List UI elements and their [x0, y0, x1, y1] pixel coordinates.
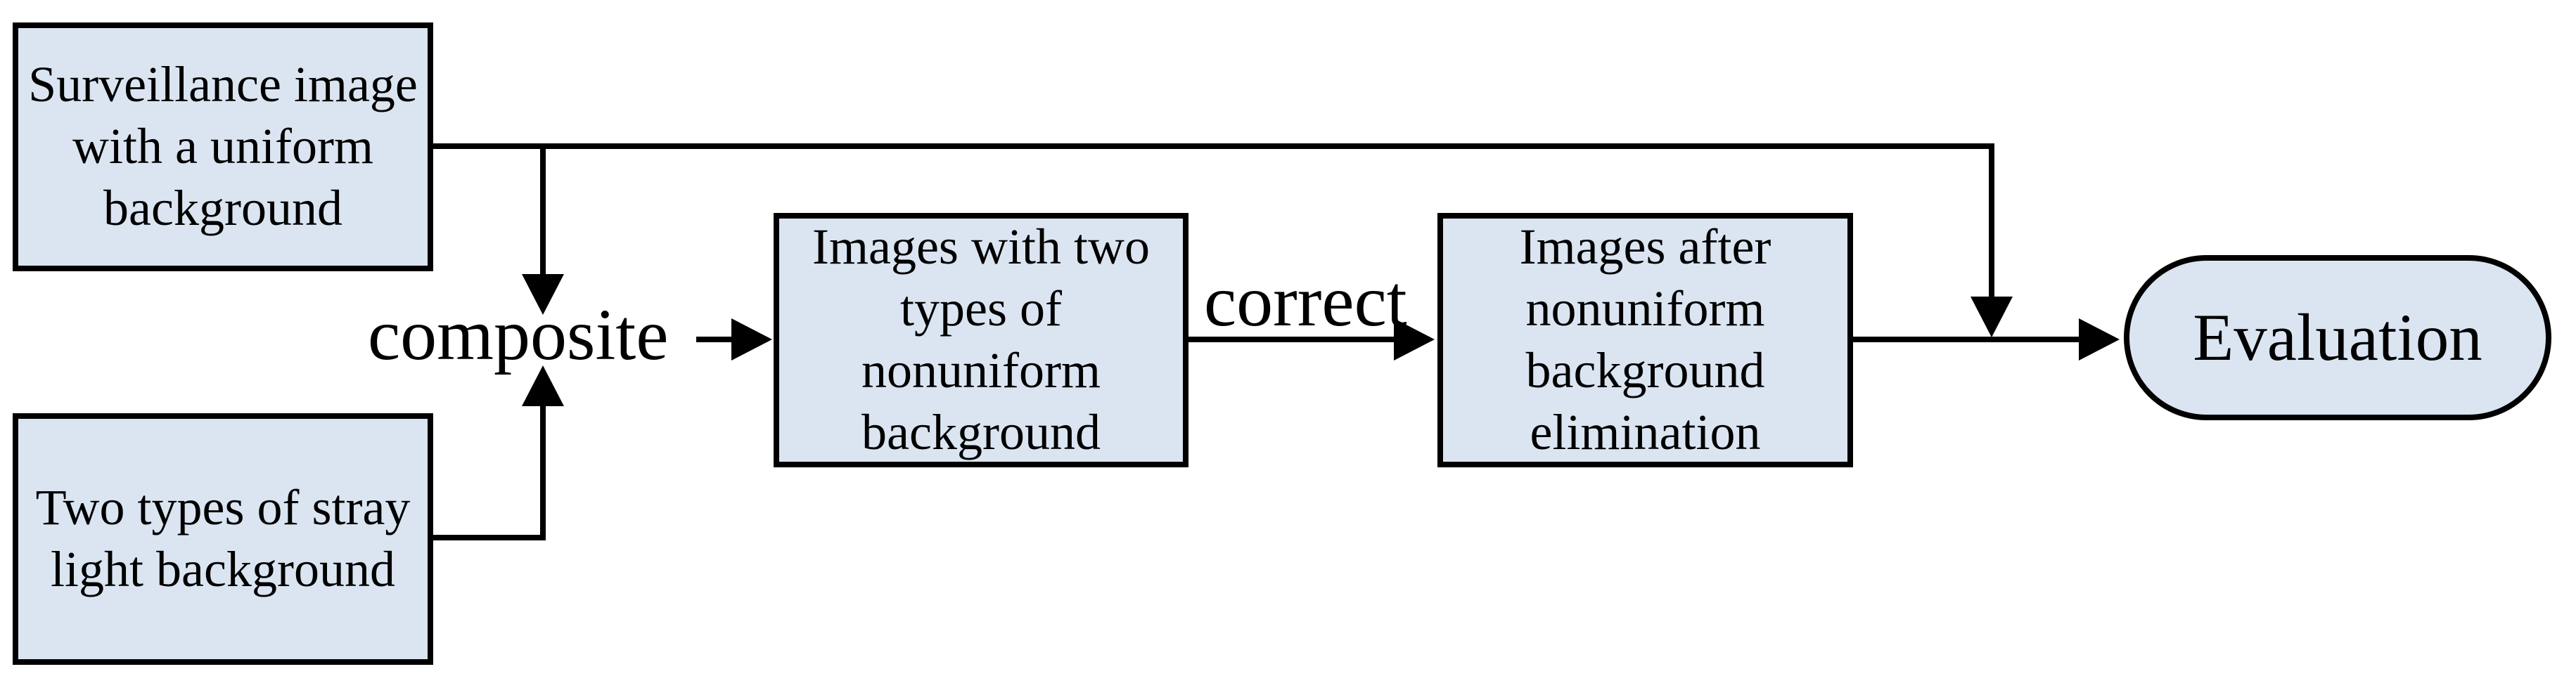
arrowhead-right-icon: [2079, 318, 2120, 361]
connector-surveillance-bypass-top: [433, 143, 1994, 149]
node-nonuniform-background-images: Images with two types of nonuniform back…: [774, 213, 1188, 467]
connector-composite-to-nonuniform: [696, 337, 731, 342]
node-surveillance-image: Surveillance image with a uniform backgr…: [13, 22, 433, 271]
connector-drop-to-composite: [540, 143, 546, 277]
node-stray-light-background: Two types of stray light background: [13, 413, 433, 665]
arrowhead-up-icon: [522, 365, 564, 406]
edge-label-correct: correct: [1204, 261, 1407, 342]
node-background-elimination-images: Images after nonuniform background elimi…: [1437, 213, 1853, 467]
connector-straylight-vertical: [540, 405, 546, 540]
arrowhead-right-icon: [731, 318, 772, 361]
connector-correct-edge: [1188, 337, 1394, 342]
arrowhead-right-icon: [1394, 318, 1435, 361]
arrowhead-down-icon: [522, 274, 564, 315]
connector-to-evaluation: [1853, 337, 2079, 342]
edge-label-composite: composite: [368, 294, 669, 375]
node-evaluation: Evaluation: [2124, 255, 2551, 420]
arrowhead-down-icon: [1971, 297, 2013, 337]
connector-straylight-horizontal: [433, 535, 546, 540]
connector-bypass-drop: [1989, 143, 1994, 299]
